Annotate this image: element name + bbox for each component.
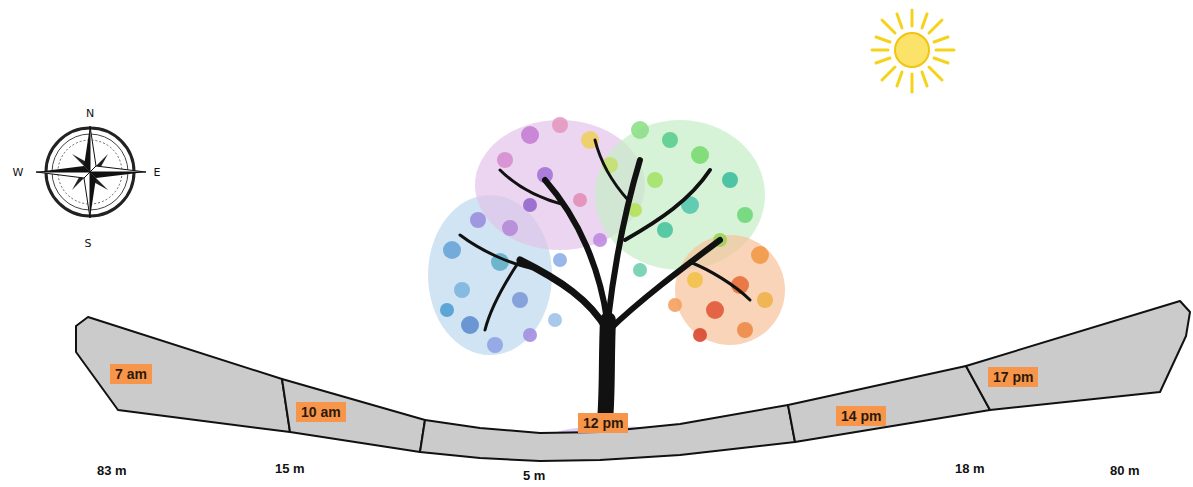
distance-label: 80 m xyxy=(1110,463,1140,478)
segment-shape xyxy=(788,366,990,442)
path-segment: 17 pm xyxy=(966,301,1190,410)
compass-rose xyxy=(36,126,146,218)
path-segment: 12 pm xyxy=(420,405,795,461)
distance-label: 5 m xyxy=(523,468,545,483)
segment-outline xyxy=(76,317,290,432)
segment-shape xyxy=(420,405,795,461)
path-segment: 14 pm xyxy=(788,366,990,442)
compass-letter: S xyxy=(85,237,92,250)
segment-outline xyxy=(966,301,1190,410)
time-tag: 10 am xyxy=(296,402,346,422)
sun xyxy=(872,10,954,92)
distance-label: 15 m xyxy=(275,461,305,476)
segment-shape xyxy=(966,301,1190,410)
path-segment: 7 am xyxy=(76,317,290,432)
time-tag: 14 pm xyxy=(836,406,886,426)
compass-letter: N xyxy=(86,107,94,120)
time-tag: 17 pm xyxy=(988,367,1038,387)
time-tag: 7 am xyxy=(110,364,152,384)
segment-shape xyxy=(282,379,425,452)
tree xyxy=(428,117,785,446)
compass-letter: W xyxy=(13,166,24,179)
time-tag: 12 pm xyxy=(578,413,628,433)
segment-shape xyxy=(76,317,290,432)
distance-label: 83 m xyxy=(97,463,127,478)
segment-outline xyxy=(788,366,990,442)
compass-letter: E xyxy=(154,166,161,179)
distance-label: 18 m xyxy=(955,461,985,476)
path-segment: 10 am xyxy=(282,379,425,452)
